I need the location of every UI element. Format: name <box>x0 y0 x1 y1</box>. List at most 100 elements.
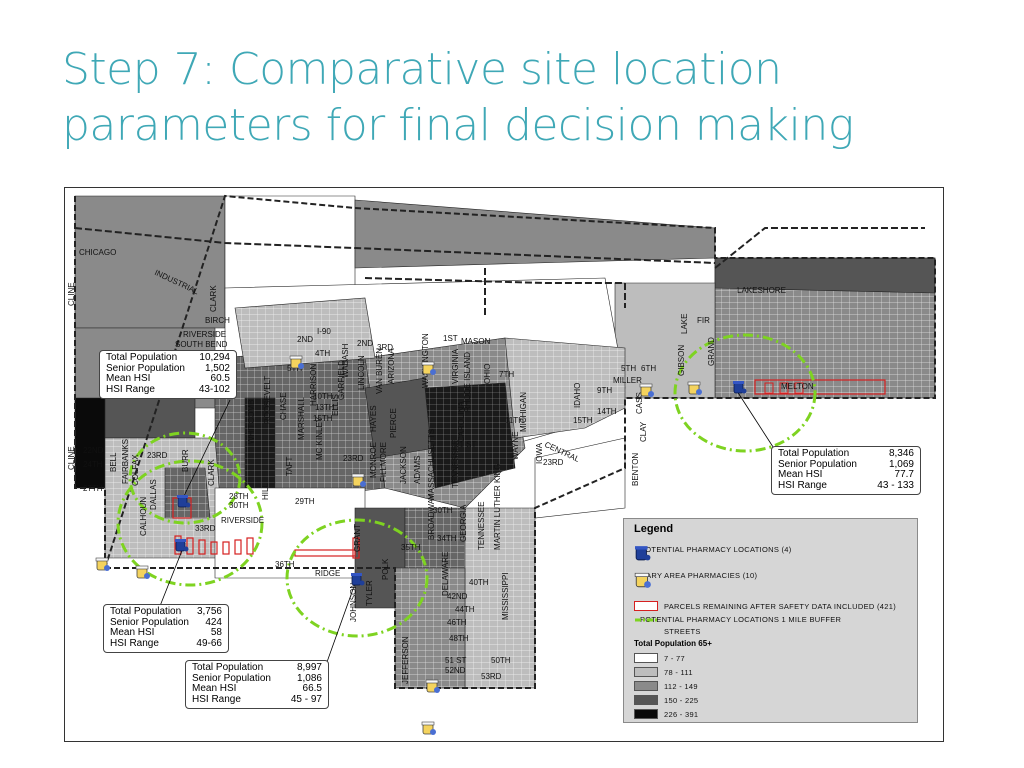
street-label-mississippi: MISSISSIPPI <box>501 572 510 620</box>
street-label-chicago: CHICAGO <box>79 248 117 257</box>
street-label-hayes: HAYES <box>369 405 378 432</box>
pharmacy-jar-icon <box>687 381 702 395</box>
potential-pharmacy-icon <box>351 573 365 586</box>
potential-pharmacy-icon <box>175 539 189 552</box>
street-label-2nd: 2ND <box>297 335 314 344</box>
street-label-riverside: RIVERSIDE <box>183 330 227 339</box>
street-label-calhoun: CALHOUN <box>139 496 148 536</box>
street-label-van-buren: VAN BUREN <box>375 347 384 394</box>
street-label-adams: ADAMS <box>413 455 422 484</box>
street-label-colfax: COLFAX <box>131 454 140 486</box>
class-swatch <box>634 667 658 677</box>
street-label-miller: MILLER <box>613 376 642 385</box>
legend-row-streets: STREETS <box>634 627 701 636</box>
street-label-14th: 14TH <box>597 407 617 416</box>
street-label-23rd: 23RD <box>147 451 168 460</box>
street-label-21st: 21 ST <box>455 440 477 449</box>
pharmacy-jar-icon <box>425 679 440 693</box>
street-label-dallas: DALLAS <box>149 479 158 510</box>
street-label-22nd: 22ND <box>83 446 104 455</box>
class-swatch <box>634 695 658 705</box>
pharmacy-jar-icon <box>639 383 654 397</box>
street-label-ridge: RIDGE <box>315 569 341 578</box>
potential-pharmacy-icon <box>733 381 747 394</box>
street-label-south-bend: SOUTH BEND <box>175 340 228 349</box>
one-mile-buffers <box>116 333 817 638</box>
street-label-7th: 7TH <box>499 370 515 379</box>
map-legend: Legend POTENTIAL PHARMACY LOCATIONS (4) … <box>623 518 918 723</box>
street-label-2nd-b: 2ND <box>357 339 374 348</box>
class-swatch <box>634 681 658 691</box>
street-label-46th: 46TH <box>447 618 467 627</box>
street-label-jackson: JACKSON <box>399 446 408 484</box>
street-label-birch: BIRCH <box>205 316 230 325</box>
street-label-monroe: MONROE <box>369 442 378 478</box>
street-label-5th: 5TH <box>287 364 303 373</box>
slide-title: Step 7: Comparative site location parame… <box>62 42 962 154</box>
street-label-33rd: 33RD <box>195 524 216 533</box>
street-label-wayne: WAYNE <box>511 431 520 460</box>
street-label-virginia: VIRGINIA <box>451 348 460 384</box>
pharmacy-jar-icon <box>351 473 366 487</box>
legend-label-streets: STREETS <box>664 627 701 636</box>
buffer-line-swatch <box>635 618 657 622</box>
street-label-11th: 11TH <box>505 416 524 425</box>
street-label-lakeshore: LAKESHORE <box>737 286 786 295</box>
street-label-cline: CLINE <box>67 282 76 306</box>
street-label-tyler: TYLER <box>365 580 374 606</box>
map-figure: CHICAGO INDUSTRIAL CLARK BIRCH RIVERSIDE… <box>64 187 944 742</box>
street-label-arizona: ARIZONA <box>387 348 396 384</box>
street-label-hill: HILL <box>261 483 270 500</box>
street-label-marshall: MARSHALL <box>297 396 306 440</box>
street-label-4th: 4TH <box>315 349 331 358</box>
street-label-grant: GRANT <box>353 524 362 552</box>
street-label-36th: 36TH <box>275 560 295 569</box>
street-label-29th: 29TH <box>295 497 315 506</box>
street-label-6th: 6TH <box>641 364 657 373</box>
street-label-burr: BURR <box>181 449 190 472</box>
street-label-42nd: 42ND <box>447 592 468 601</box>
pharmacy-jar-icon <box>421 721 436 735</box>
legend-class-1: 7 - 77 <box>634 653 685 663</box>
street-label-harrison: HARRISON <box>309 363 318 406</box>
street-label-35th: 35TH <box>401 543 421 552</box>
legend-label-buffer: POTENTIAL PHARMACY LOCATIONS 1 MILE BUFF… <box>640 615 842 624</box>
rail-lines <box>74 227 925 318</box>
street-label-15th: 15TH <box>313 414 333 423</box>
street-label-fir: FIR <box>697 316 710 325</box>
street-label-jefferson: JEFFERSON <box>401 636 410 684</box>
street-label-10th: 10TH <box>313 392 333 401</box>
legend-row-potential: POTENTIAL PHARMACY LOCATIONS (4) <box>634 545 792 561</box>
street-label-53rd: 53RD <box>481 672 502 681</box>
legend-row-pharmacies: GARY AREA PHARMACIES (10) <box>634 571 757 588</box>
street-label-24th: 24TH <box>83 460 103 469</box>
street-label-johnson: JOHNSON <box>349 582 358 622</box>
street-label-clay: CLAY <box>639 421 648 442</box>
street-label-44th: 44TH <box>455 605 475 614</box>
street-label-georgia: GEORGIA <box>459 504 468 542</box>
street-label-13th: 13TH <box>315 403 335 412</box>
street-label-9th: 9TH <box>597 386 613 395</box>
street-label-michigan: MICHIGAN <box>519 392 528 432</box>
legend-class-4: 150 - 225 <box>634 695 698 705</box>
street-label-i90: I-90 <box>317 327 331 336</box>
street-label-40th: 40TH <box>469 578 489 587</box>
street-label-ellis: ELLIS <box>331 394 340 416</box>
legend-population-heading: Total Population 65+ <box>634 639 712 648</box>
street-label-30th-b: 30TH <box>433 506 453 515</box>
street-label-23rd-b: 23RD <box>343 454 364 463</box>
parcel-swatch <box>634 601 658 611</box>
street-label-melton: MELTON <box>781 382 814 391</box>
street-label-mckinley: MC KINLEY <box>315 416 324 460</box>
street-label-30th: 30TH <box>229 501 249 510</box>
street-label-roosevelt: ROOSEVELT <box>263 375 272 424</box>
street-label-carolina: CAROLINA <box>457 401 466 442</box>
legend-row-buffer: POTENTIAL PHARMACY LOCATIONS 1 MILE BUFF… <box>634 615 841 624</box>
street-label-mason: MASON <box>461 337 491 346</box>
street-label-3rd: 3RD <box>377 343 394 352</box>
legend-class-3: 112 - 149 <box>634 681 698 691</box>
street-label-tennessee-b: TENNESSEE <box>477 501 486 550</box>
